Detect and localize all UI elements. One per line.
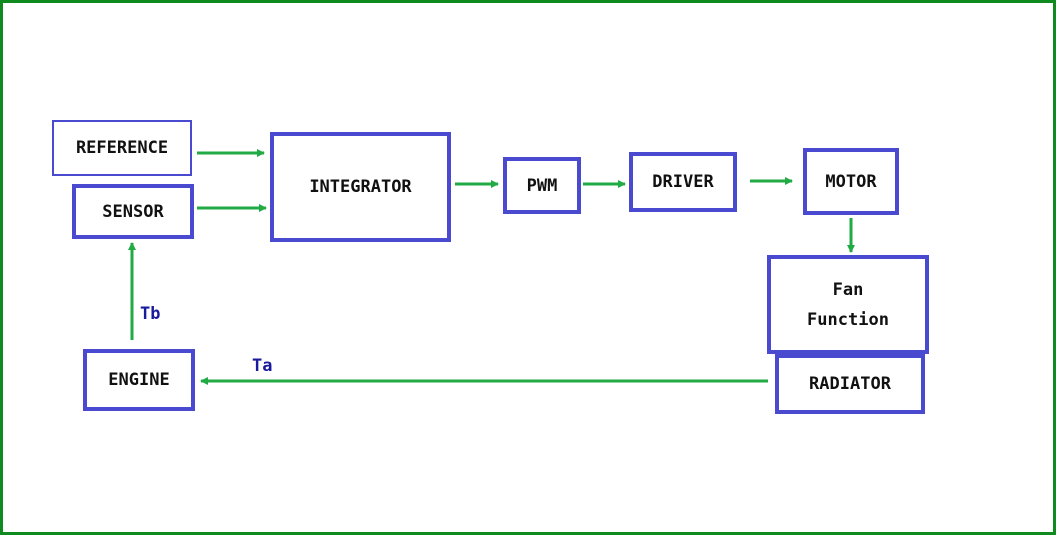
fan-function-label-line2: Function bbox=[807, 309, 889, 330]
fan-function-label-line1: Fan bbox=[832, 279, 864, 300]
motor-label: MOTOR bbox=[825, 172, 877, 192]
radiator-label: RADIATOR bbox=[809, 374, 891, 394]
motor-block: MOTOR bbox=[803, 148, 899, 215]
reference-block: REFERENCE bbox=[52, 120, 192, 176]
fan-function-block: Fan Function bbox=[767, 255, 929, 354]
driver-label: DRIVER bbox=[652, 172, 714, 192]
radiator-block: RADIATOR bbox=[775, 354, 925, 414]
integrator-label: INTEGRATOR bbox=[309, 177, 412, 197]
engine-block: ENGINE bbox=[83, 349, 195, 411]
integrator-block: INTEGRATOR bbox=[270, 132, 451, 242]
reference-label: REFERENCE bbox=[75, 138, 169, 158]
sensor-label: SENSOR bbox=[102, 201, 164, 222]
signal-label-tb: Tb bbox=[140, 304, 161, 324]
pwm-block: PWM bbox=[503, 157, 581, 214]
fan-function-text: Fan Function bbox=[807, 280, 889, 330]
sensor-block: SENSOR bbox=[72, 184, 194, 239]
engine-label: ENGINE bbox=[108, 370, 170, 390]
pwm-label: PWM bbox=[526, 175, 558, 196]
driver-block: DRIVER bbox=[629, 152, 737, 212]
signal-label-ta: Ta bbox=[252, 356, 273, 376]
